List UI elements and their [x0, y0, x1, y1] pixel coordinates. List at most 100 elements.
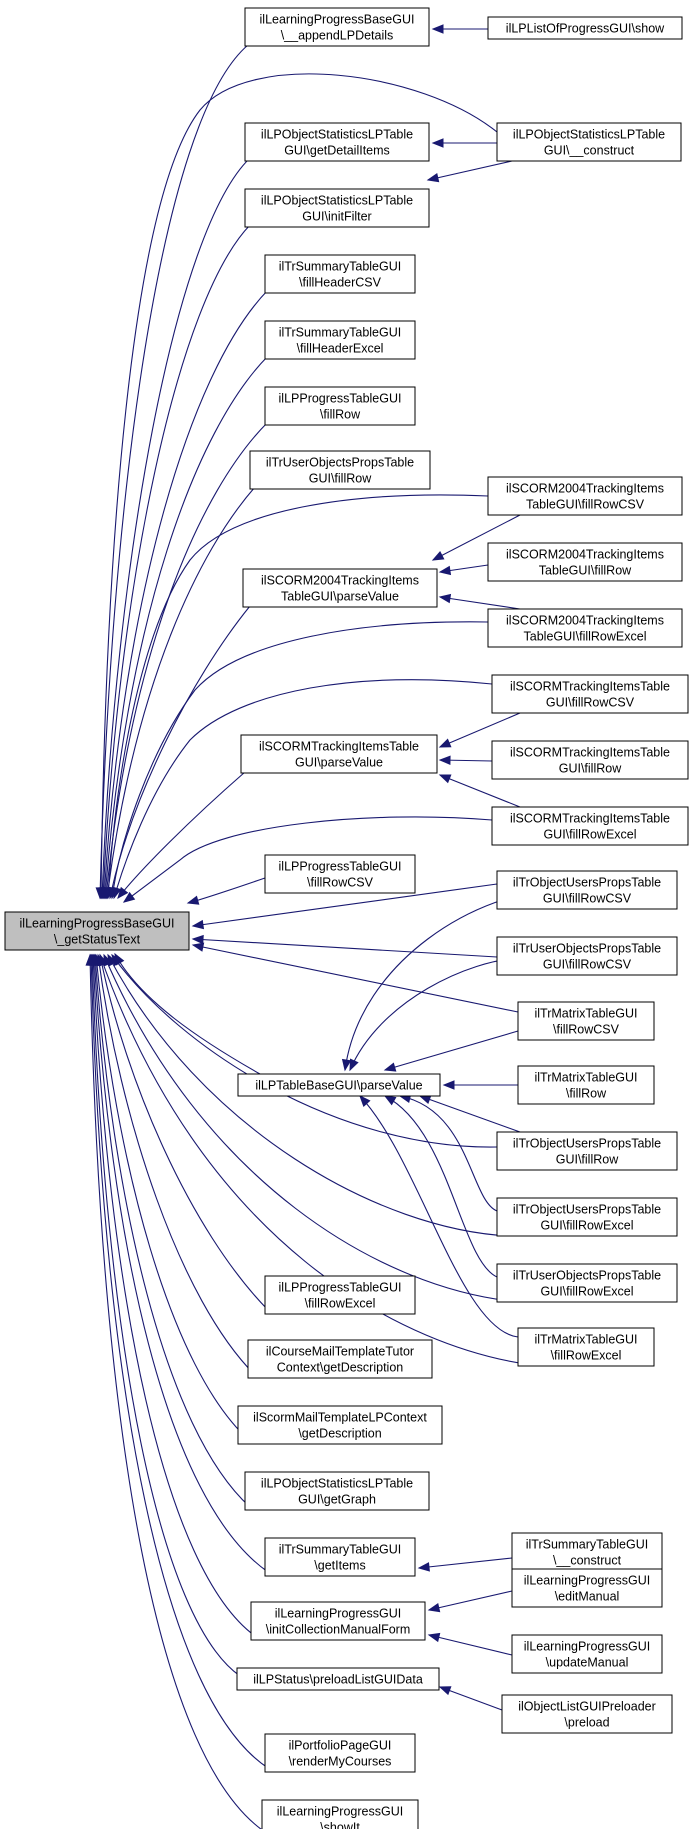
node-box: [491, 740, 689, 780]
graph-node[interactable]: ilScormMailTemplateLPContext\getDescript…: [237, 1405, 443, 1445]
graph-node[interactable]: ilLPProgressTableGUI\fillRow: [264, 386, 416, 426]
edge-n10-to-n0: [107, 494, 489, 899]
edge-n30-to-n0: [95, 954, 251, 1442]
graph-node[interactable]: ilLPStatus\preloadListGUIData: [236, 1667, 440, 1691]
node-label: ilLPObjectStatisticsLPTable: [261, 194, 413, 208]
node-label: ilTrUserObjectsPropsTable: [266, 456, 414, 470]
graph-node[interactable]: ilTrSummaryTableGUI\fillHeaderExcel: [264, 320, 416, 360]
edge-n28-to-n0: [99, 954, 541, 1367]
edge-n33-to-n32-arrowhead: [417, 1562, 430, 1572]
focus-node[interactable]: ilLearningProgressBaseGUI\_getStatusText: [4, 911, 190, 951]
edge-n10-to-n11: [432, 514, 521, 561]
graph-node[interactable]: ilLPObjectStatisticsLPTableGUI\getDetail…: [244, 122, 430, 162]
node-label: GUI\__construct: [544, 144, 635, 158]
graph-node[interactable]: ilLPObjectStatisticsLPTableGUI\initFilte…: [244, 188, 430, 228]
node-label: ilLPProgressTableGUI: [279, 1281, 402, 1295]
graph-node[interactable]: ilTrMatrixTableGUI \fillRowExcel: [517, 1327, 655, 1367]
edge-n36-to-n34-arrowhead: [427, 1632, 441, 1643]
graph-node[interactable]: ilTrMatrixTableGUI \fillRowCSV: [517, 1001, 655, 1041]
edge-n10-to-n11-arrowhead: [431, 550, 445, 561]
edge-n15-to-n0-arrowhead: [117, 886, 129, 900]
edge-n3-to-n0: [101, 157, 251, 899]
graph-node[interactable]: ilLearningProgressGUI \initCollectionManu…: [250, 1601, 426, 1641]
node-label: ilLPProgressTableGUI: [279, 392, 402, 406]
graph-node[interactable]: ilLPObjectStatisticsLPTableGUI\__constru…: [496, 122, 682, 162]
graph-node[interactable]: ilSCORM2004TrackingItemsTableGUI\fillRow…: [487, 476, 683, 516]
node-label: TableGUI\fillRowCSV: [526, 498, 645, 512]
edge-n21-to-n0: [192, 944, 519, 1013]
graph-node[interactable]: ilTrObjectUsersPropsTableGUI\fillRowExce…: [496, 1197, 678, 1237]
graph-node[interactable]: ilSCORM2004TrackingItemsTableGUI\fillRow…: [487, 608, 683, 648]
node-label: ilTrMatrixTableGUI: [534, 1333, 637, 1347]
node-box: [236, 1667, 440, 1691]
node-box: [264, 254, 416, 294]
graph-node[interactable]: ilLPListOfProgressGUI\show: [487, 16, 683, 40]
node-label: ilSCORMTrackingItemsTable: [510, 812, 670, 826]
edge-n6-to-n0: [103, 289, 269, 899]
graph-edges: [85, 24, 561, 1829]
edge-n40-to-n0-arrowhead: [85, 953, 95, 966]
node-label: ilSCORM2004TrackingItems: [506, 482, 664, 496]
node-label: GUI\fillRowCSV: [543, 958, 632, 972]
edge-n18-to-n0-arrowhead: [186, 895, 200, 905]
node-label: ilTrObjectUsersPropsTable: [513, 876, 661, 890]
node-box: [244, 188, 430, 228]
graph-node[interactable]: ilCourseMailTemplateTutorContext\getDesc…: [247, 1339, 433, 1379]
node-box: [511, 1634, 663, 1674]
edge-n17-to-n0-arrowhead: [122, 891, 136, 903]
graph-node[interactable]: ilLPTableBaseGUI\parseValue: [237, 1073, 441, 1097]
node-label: \fillRowExcel: [551, 1349, 622, 1363]
graph-node[interactable]: ilPortfolioPageGUI\renderMyCourses: [264, 1733, 416, 1773]
graph-node[interactable]: ilLearningProgressGUI\editManual: [511, 1568, 663, 1608]
node-label: GUI\fillRow: [559, 762, 622, 776]
node-box: [487, 16, 683, 40]
node-label: ilPortfolioPageGUI: [289, 1739, 392, 1753]
node-label: ilSCORM2004TrackingItems: [506, 548, 664, 562]
graph-node[interactable]: ilTrMatrixTableGUI\fillRow: [517, 1065, 655, 1105]
graph-node[interactable]: ilLPProgressTableGUI\fillRowExcel: [264, 1275, 416, 1315]
node-label: ilTrMatrixTableGUI: [534, 1007, 637, 1021]
node-box: [496, 936, 678, 976]
node-box: [237, 1073, 441, 1097]
edge-n2-to-n1-arrowhead: [431, 24, 444, 34]
edge-n14-to-n0: [113, 679, 493, 899]
node-label: \preload: [564, 1716, 609, 1730]
graph-node[interactable]: ilTrSummaryTableGUI\fillHeaderCSV: [264, 254, 416, 294]
edge-n20-to-n22-arrowhead: [349, 1058, 359, 1072]
node-label: GUI\fillRow: [556, 1153, 619, 1167]
graph-node[interactable]: ilTrSummaryTableGUI\getItems: [264, 1537, 416, 1577]
graph-node[interactable]: ilLearningProgressGUI\showIt: [261, 1799, 419, 1829]
node-label: ilLearningProgressBaseGUI: [260, 13, 415, 27]
node-label: \fillRowCSV: [553, 1023, 620, 1037]
graph-node[interactable]: ilLearningProgressBaseGUI\__appendLPDeta…: [244, 7, 430, 47]
edge-n32-to-n0: [93, 954, 269, 1573]
graph-node[interactable]: ilLPProgressTableGUI\fillRowCSV: [264, 854, 416, 894]
node-label: ilLPTableBaseGUI\parseValue: [255, 1079, 422, 1093]
graph-node[interactable]: ilTrUserObjectsPropsTableGUI\fillRowExce…: [496, 1263, 678, 1303]
graph-node[interactable]: ilLearningProgressGUI\updateManual: [511, 1634, 663, 1674]
node-label: ilTrUserObjectsPropsTable: [513, 1269, 661, 1283]
node-label: ilLearningProgressGUI: [275, 1607, 401, 1621]
graph-node[interactable]: ilSCORMTrackingItemsTableGUI\fillRowExce…: [491, 806, 689, 846]
node-box: [517, 1327, 655, 1367]
edge-n4-to-n3-arrowhead: [431, 138, 444, 148]
node-label: \initCollectionManualForm: [266, 1623, 411, 1637]
node-box: [244, 1471, 430, 1511]
graph-node[interactable]: ilObjectListGUIPreloader\preload: [501, 1694, 673, 1734]
node-box: [240, 734, 438, 774]
edge-n39-to-n0: [90, 954, 269, 1769]
node-box: [250, 1601, 426, 1641]
graph-node[interactable]: ilSCORM2004TrackingItemsTableGUI\parseVa…: [242, 568, 438, 608]
graph-node[interactable]: ilTrSummaryTableGUI\__construct: [511, 1532, 663, 1572]
edge-n27-to-n0: [99, 954, 269, 1311]
node-label: \fillRow: [566, 1087, 607, 1101]
